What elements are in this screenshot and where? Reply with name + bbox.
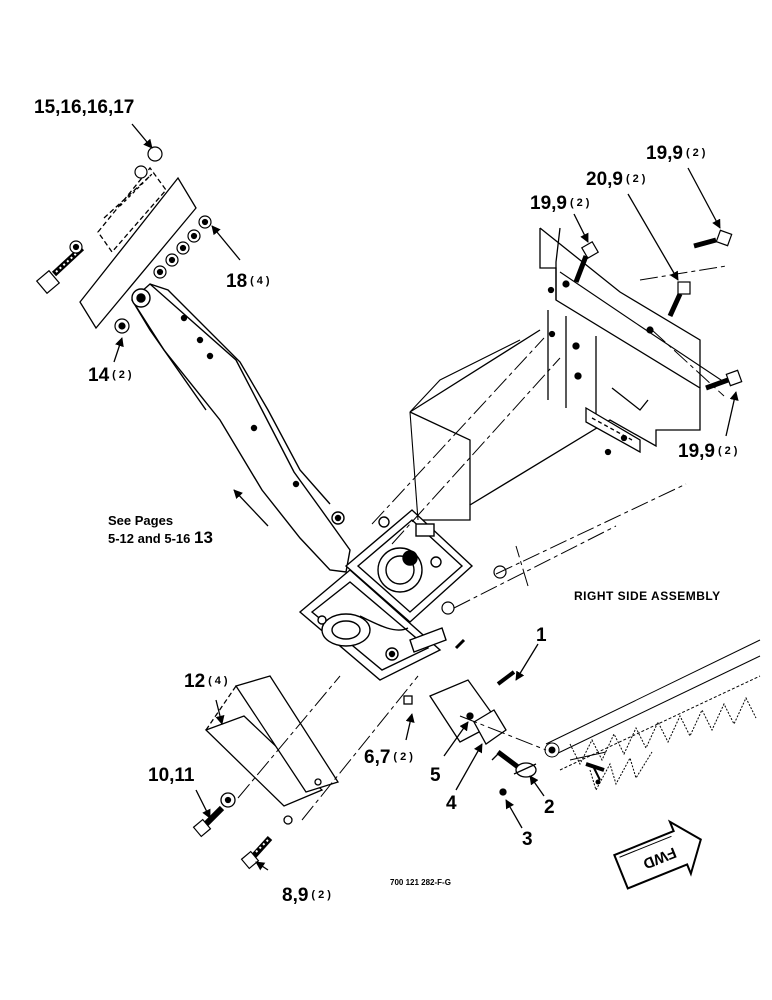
- note-ref-number: 13: [194, 528, 213, 547]
- callout-quantity: (2): [569, 197, 593, 209]
- callout-number: 19,9: [530, 193, 567, 214]
- callout-quantity: (2): [625, 173, 649, 185]
- callout-5: 5: [430, 766, 441, 785]
- callout-19-9-a: 19,9(2): [530, 194, 592, 213]
- callout-18: 18(4): [226, 272, 273, 291]
- callout-number: 14: [88, 365, 110, 386]
- callout-number: 3: [522, 829, 533, 850]
- frame-outline-box: [409, 271, 725, 521]
- callout-number: 6,7: [364, 747, 391, 768]
- callout-8-9: 8,9(2): [282, 886, 334, 905]
- upper-bracket: [79, 166, 197, 330]
- callout-quantity: (4): [250, 275, 273, 287]
- note-line-1: See Pages: [108, 513, 174, 528]
- fwd-arrow-icon: FWD: [613, 819, 702, 890]
- callout-1: 1: [536, 626, 547, 645]
- callout-number: 19,9: [646, 143, 683, 164]
- callout-quantity: (2): [717, 445, 741, 457]
- leader-lines: [113, 123, 739, 871]
- callout-19-9-b: 19,9(2): [646, 144, 708, 163]
- callout-quantity: (4): [208, 675, 231, 687]
- upper-hardware: [35, 146, 212, 334]
- arm-assembly: [131, 283, 351, 573]
- callout-quantity: (2): [685, 147, 709, 159]
- callout-19-9-c: 19,9(2): [678, 442, 740, 461]
- callout-number: 19,9: [678, 441, 715, 462]
- frame-plate: [409, 227, 701, 521]
- callout-number: 12: [184, 671, 206, 692]
- drive-housing: [298, 509, 474, 681]
- callout-number: 8,9: [282, 885, 309, 906]
- callout-12: 12(4): [184, 672, 231, 691]
- callout-6-7: 6,7(2): [364, 748, 416, 767]
- callout-number: 20,9: [586, 169, 623, 190]
- callout-4: 4: [446, 794, 457, 813]
- document-number: 700 121 282-F-G: [390, 878, 451, 887]
- callout-15-16-16-17: 15,16,16,17: [34, 98, 134, 117]
- callout-quantity: (2): [393, 751, 416, 763]
- frame-bolts: [441, 229, 743, 615]
- callout-number: 2: [544, 797, 555, 818]
- note-line-2: 5-12 and 5-16 13: [108, 529, 213, 547]
- callout-number: 1: [536, 625, 547, 646]
- assembly-heading: RIGHT SIDE ASSEMBLY: [574, 589, 721, 603]
- cutter-bar: [544, 639, 761, 792]
- see-pages-note: See Pages 5-12 and 5-16 13: [108, 512, 213, 547]
- callout-number: 18: [226, 271, 248, 292]
- callout-quantity: (2): [311, 889, 334, 901]
- callout-20-9: 20,9(2): [586, 170, 648, 189]
- callout-number: 5: [430, 765, 441, 786]
- callout-3: 3: [522, 830, 533, 849]
- callout-10-11: 10,11: [148, 766, 195, 785]
- lower-shims: [204, 675, 340, 825]
- callout-quantity: (2): [112, 369, 135, 381]
- note-pages: 5-12 and 5-16: [108, 531, 191, 546]
- phantom-lines: [237, 265, 727, 821]
- callout-number: 4: [446, 793, 457, 814]
- callout-number: 15,16,16,17: [34, 97, 135, 118]
- callout-2: 2: [544, 798, 555, 817]
- lower-bolts: [192, 805, 273, 870]
- knife-drive-linkage: [403, 638, 537, 796]
- callout-number: 10,11: [148, 765, 195, 786]
- callout-14: 14(2): [88, 366, 135, 385]
